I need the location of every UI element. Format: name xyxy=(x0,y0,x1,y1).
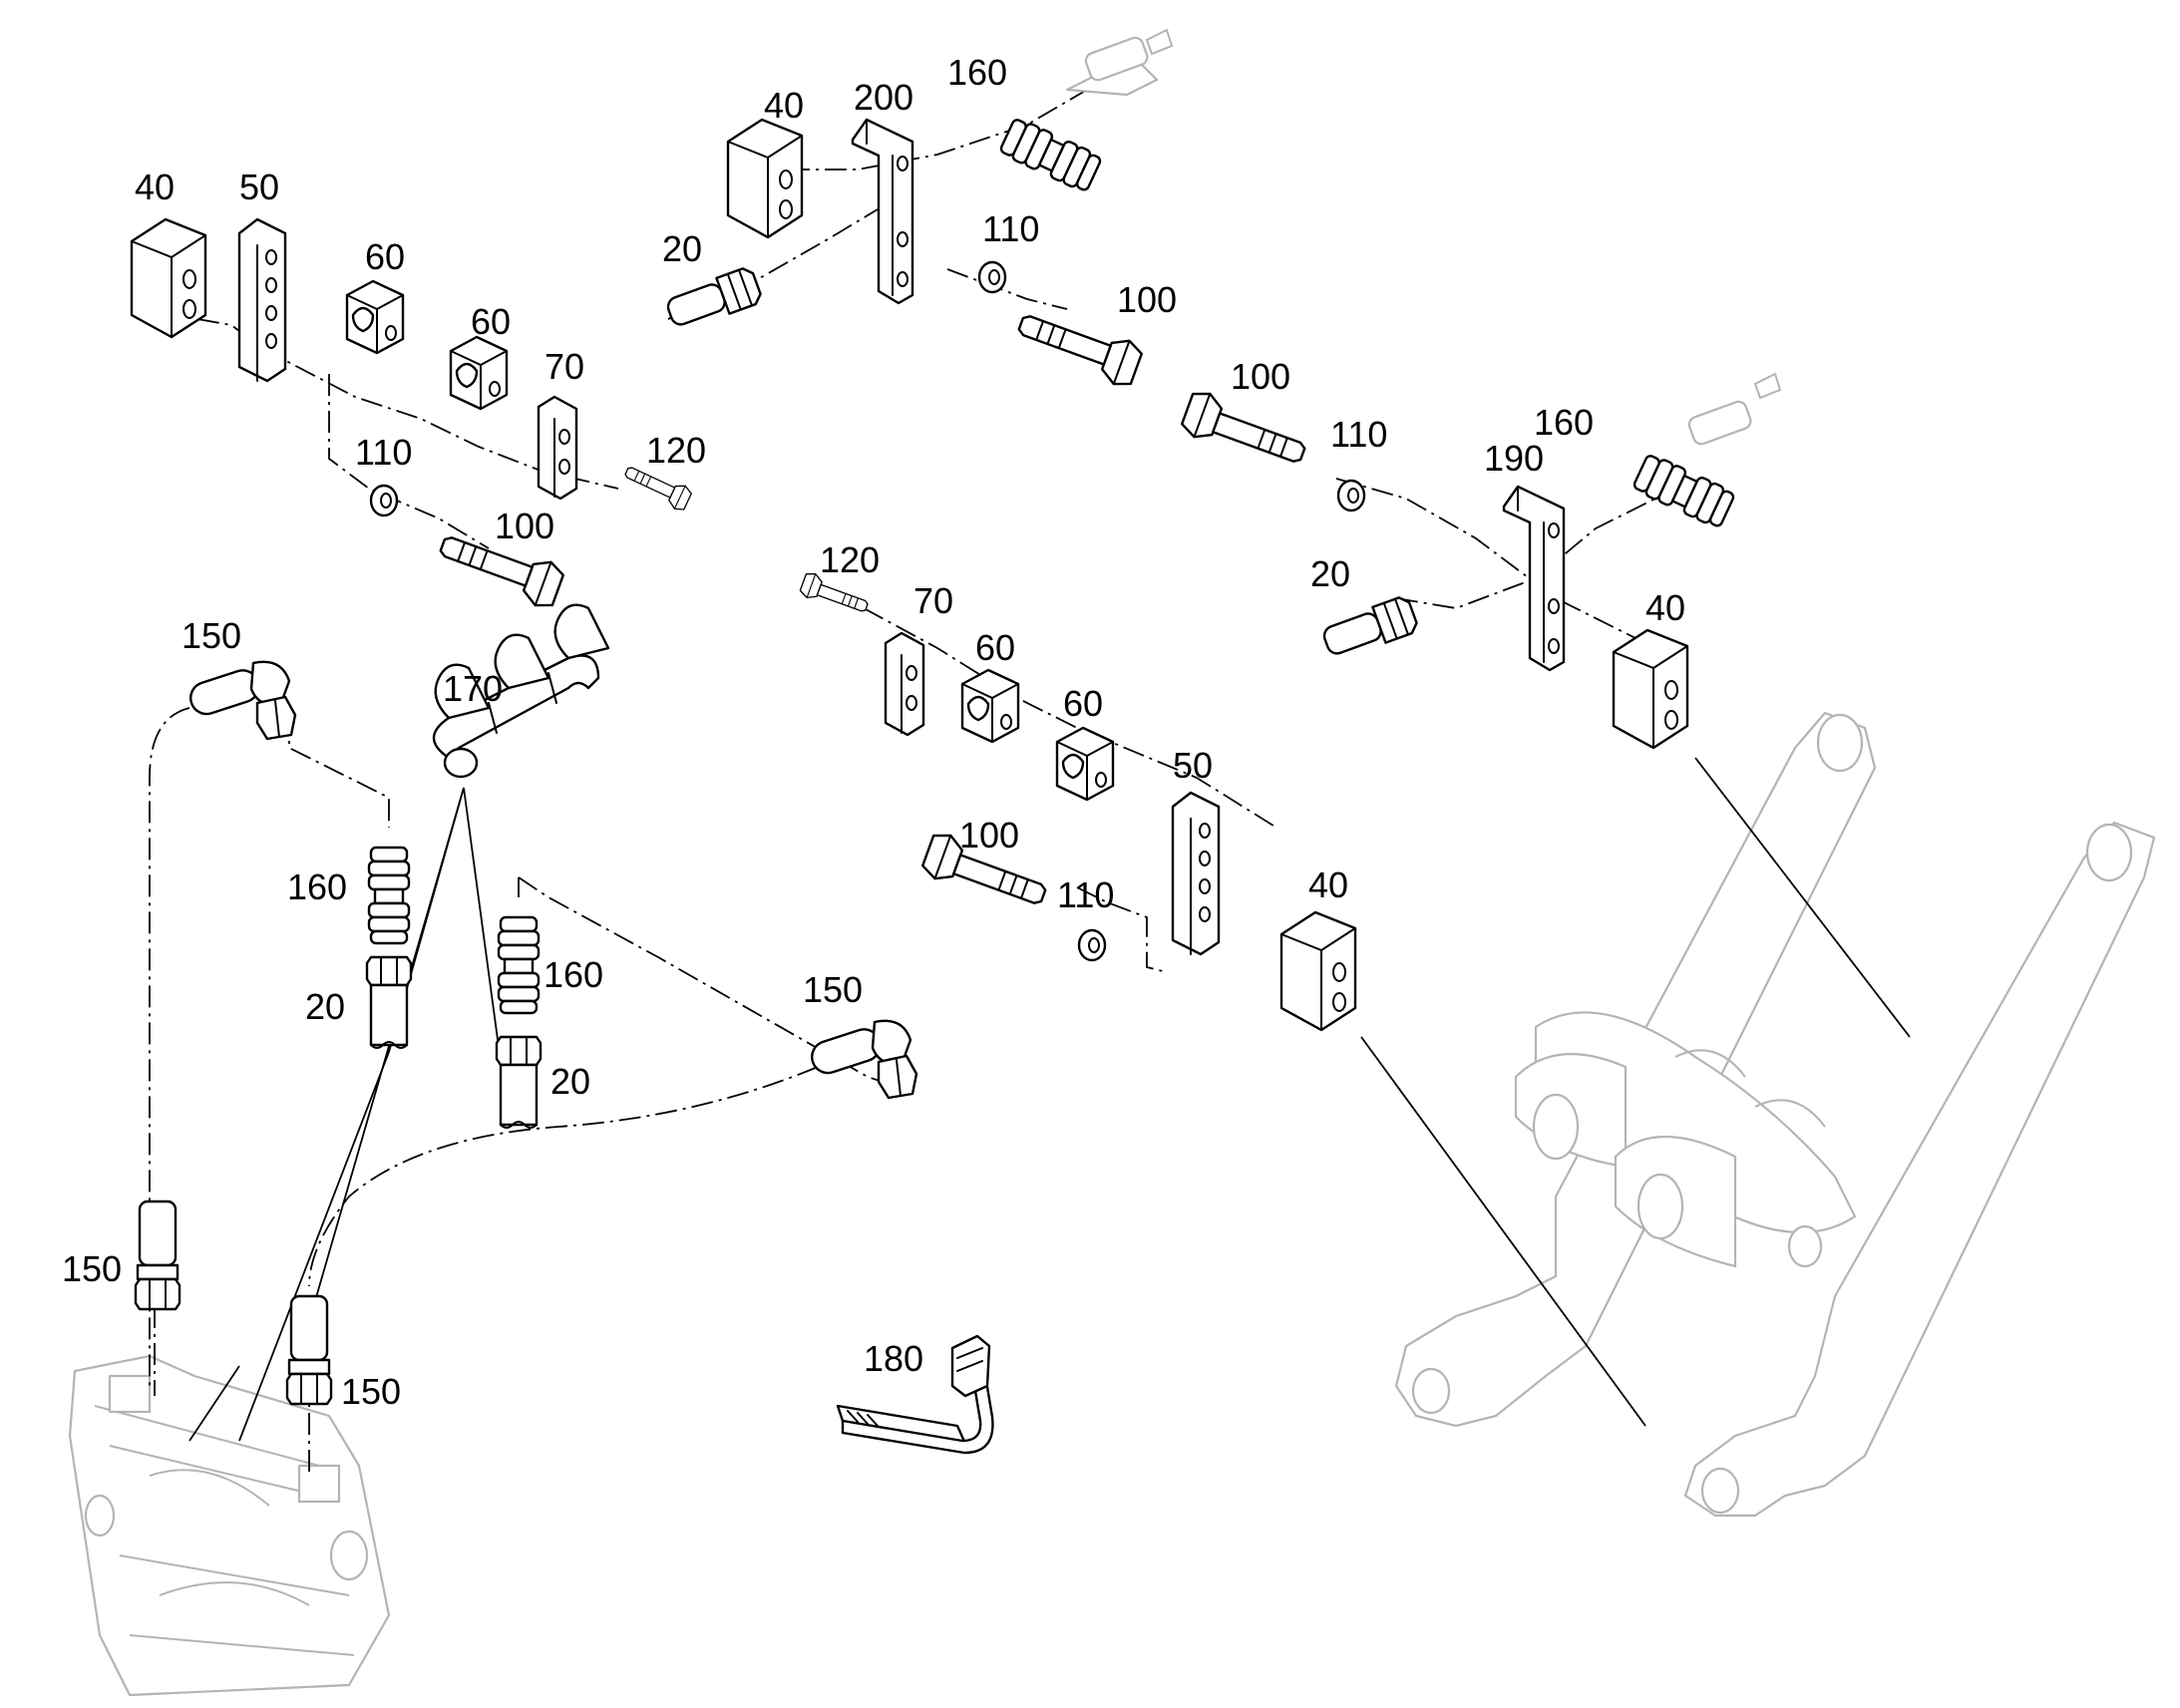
strip-plate-50-upper-left xyxy=(237,217,287,383)
callout-150-lower-left: 150 xyxy=(62,1248,122,1289)
callout-110-middle: 110 xyxy=(1057,874,1114,915)
fitting-20-upper-center xyxy=(662,264,765,334)
block-40-upper-center xyxy=(726,118,804,239)
callout-20-center: 20 xyxy=(550,1061,590,1102)
hose-stub-right xyxy=(1687,372,1782,446)
callout-100-right: 100 xyxy=(1231,356,1290,397)
hose-stub-upper-center xyxy=(1065,28,1174,97)
callout-150-upper-left: 150 xyxy=(182,615,241,656)
callout-60-middle-a: 60 xyxy=(975,627,1015,668)
callout-50-middle: 50 xyxy=(1173,745,1213,786)
loader-arm-frame xyxy=(1394,711,2156,1518)
callout-160-upper-center: 160 xyxy=(947,52,1007,93)
coupling-160-center xyxy=(497,915,541,1015)
block-40-middle xyxy=(1279,910,1357,1032)
coupling-160-left xyxy=(367,846,411,945)
callout-40-middle: 40 xyxy=(1308,864,1348,905)
cover-plate-70-middle xyxy=(884,631,925,737)
callout-170: 170 xyxy=(443,668,503,709)
callout-120-middle: 120 xyxy=(820,539,880,580)
coupling-160-upper-center xyxy=(997,115,1104,194)
hose-end-150-lower-center xyxy=(285,1294,333,1406)
washer-110-right xyxy=(1336,479,1366,512)
callout-160-right: 160 xyxy=(1534,402,1594,443)
fitting-20-right xyxy=(1318,593,1421,663)
callout-160-center: 160 xyxy=(544,954,603,995)
callout-50-upper-left: 50 xyxy=(239,167,279,207)
leader-lines xyxy=(188,757,1911,1442)
fitting-20-center xyxy=(495,1035,543,1130)
callout-70-upper-left: 70 xyxy=(545,346,584,387)
cable-tie-180 xyxy=(836,1334,994,1455)
fitting-20-left xyxy=(365,955,413,1050)
elbow-fitting-150-center xyxy=(806,1019,918,1100)
clamp-half-60-upper-left-a xyxy=(345,279,405,355)
callout-20-upper-center: 20 xyxy=(662,228,702,269)
washer-110-middle xyxy=(1077,928,1107,962)
callout-190: 190 xyxy=(1484,438,1544,479)
washer-110-upper-center xyxy=(977,260,1007,294)
cover-plate-70-upper-left xyxy=(537,395,578,501)
coupling-160-right xyxy=(1631,451,1737,530)
washer-110-upper-left xyxy=(369,484,399,517)
callout-20-right: 20 xyxy=(1310,553,1350,594)
clamp-half-60-middle-b xyxy=(1055,726,1115,802)
block-40-right xyxy=(1612,628,1689,750)
callout-110-upper-center: 110 xyxy=(982,208,1039,249)
callout-160-left: 160 xyxy=(287,866,347,907)
clamp-half-60-middle-a xyxy=(960,668,1020,744)
callout-70-middle: 70 xyxy=(913,580,953,621)
bracket-190 xyxy=(1502,485,1566,672)
block-40-upper-left xyxy=(130,217,207,339)
hose-end-150-lower-left xyxy=(134,1199,182,1311)
callout-40-upper-center: 40 xyxy=(764,85,804,126)
callout-100-middle: 100 xyxy=(959,815,1019,855)
callout-100-upper-center: 100 xyxy=(1117,279,1177,320)
clamp-half-60-upper-left-b xyxy=(449,335,509,411)
callout-110-upper-left: 110 xyxy=(355,432,412,473)
callout-120-upper-left: 120 xyxy=(646,430,706,471)
callout-labels: 40 50 60 60 70 110 120 100 40 200 160 20… xyxy=(62,52,1685,1412)
callout-150-lower-center: 150 xyxy=(341,1371,401,1412)
hose-protector-170 xyxy=(432,603,610,779)
callout-40-upper-left: 40 xyxy=(135,167,175,207)
callout-180: 180 xyxy=(864,1338,923,1379)
callout-40-right: 40 xyxy=(1645,587,1685,628)
bracket-200 xyxy=(851,118,914,305)
callout-60-upper-left-b: 60 xyxy=(471,301,511,342)
callout-150-center: 150 xyxy=(803,969,863,1010)
callout-200: 200 xyxy=(854,77,913,118)
bolt-100-right xyxy=(1178,387,1312,476)
callout-60-middle-b: 60 xyxy=(1063,683,1103,724)
callout-110-right: 110 xyxy=(1330,414,1387,455)
callout-20-left: 20 xyxy=(305,986,345,1027)
strip-plate-50-middle xyxy=(1171,791,1221,956)
elbow-fitting-150-upper-left xyxy=(184,660,297,741)
callout-60-upper-left-a: 60 xyxy=(365,236,405,277)
callout-100-upper-left: 100 xyxy=(495,506,554,546)
